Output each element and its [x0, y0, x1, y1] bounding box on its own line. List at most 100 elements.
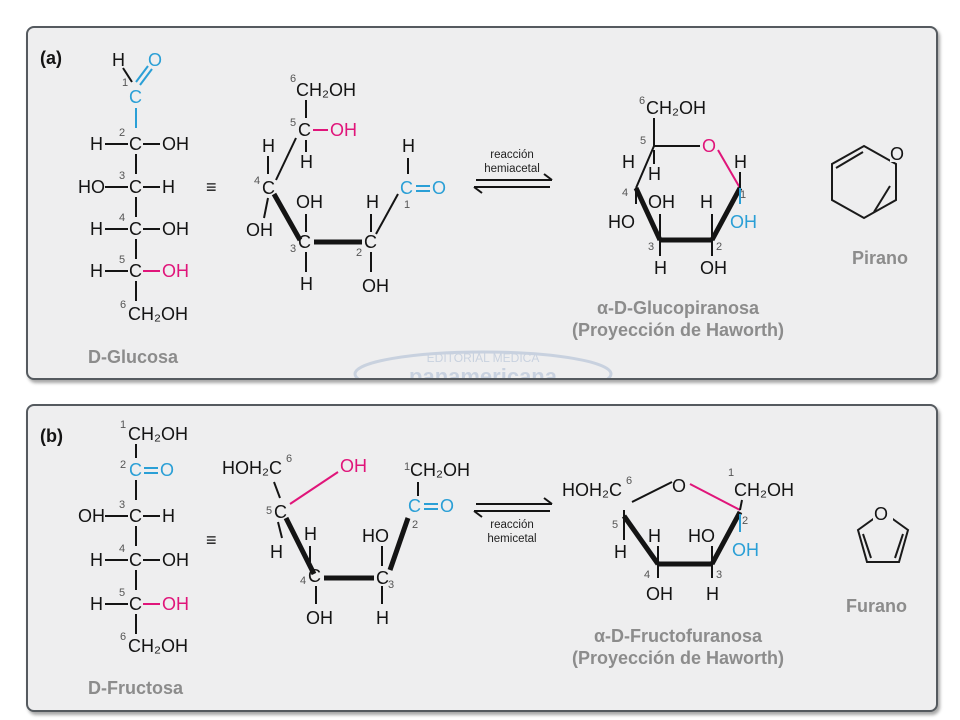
svg-text:CH₂OH: CH₂OH: [128, 304, 188, 324]
svg-text:CH₂OH: CH₂OH: [128, 636, 188, 656]
fructose-fischer-projection: 1 CH₂OH 2 C O OH 3 C H H 4 C OH H 5 C OH…: [78, 419, 189, 656]
svg-text:C: C: [129, 177, 142, 197]
svg-text:O: O: [702, 136, 716, 156]
svg-text:H: H: [300, 152, 313, 172]
svg-text:H: H: [270, 542, 283, 562]
svg-text:C: C: [308, 566, 321, 586]
svg-text:C: C: [129, 261, 142, 281]
svg-text:OH: OH: [648, 192, 675, 212]
svg-text:H: H: [90, 219, 103, 239]
svg-text:H: H: [648, 526, 661, 546]
equivalence-sign-b: ≡: [206, 530, 217, 550]
furan-oxygen: O: [874, 504, 888, 524]
watermark-line-2: panamericana: [409, 364, 558, 378]
svg-text:4: 4: [644, 569, 650, 581]
svg-text:OH: OH: [162, 550, 189, 570]
svg-text:4: 4: [300, 575, 306, 587]
svg-text:H: H: [402, 136, 415, 156]
svg-text:C: C: [129, 550, 142, 570]
glucose-open-chain-caption: D-Glucosa: [88, 347, 179, 367]
pyran-ring-diagram: O: [831, 140, 910, 220]
svg-text:2: 2: [716, 241, 722, 253]
svg-text:5: 5: [266, 505, 272, 517]
svg-text:O: O: [672, 476, 686, 496]
svg-text:H: H: [706, 584, 719, 604]
svg-text:1: 1: [740, 189, 746, 201]
svg-text:2: 2: [356, 247, 362, 259]
svg-text:3: 3: [119, 170, 125, 182]
panel-b-label: (b): [40, 426, 63, 446]
svg-text:C: C: [298, 232, 311, 252]
svg-text:OH: OH: [362, 276, 389, 296]
svg-text:1: 1: [404, 461, 410, 473]
svg-text:OH: OH: [306, 608, 333, 628]
svg-text:3: 3: [648, 241, 654, 253]
svg-text:5: 5: [612, 519, 618, 531]
svg-text:O: O: [432, 178, 446, 198]
fructofuranose-haworth: HOH₂C 6 O 1 CH₂OH 2 5 H H 4 OH HO 3 H OH: [562, 467, 794, 604]
svg-text:3: 3: [716, 569, 722, 581]
svg-text:C: C: [376, 568, 389, 588]
svg-text:4: 4: [254, 175, 260, 187]
svg-text:C: C: [274, 502, 287, 522]
svg-text:C: C: [129, 594, 142, 614]
svg-text:5: 5: [290, 117, 296, 129]
svg-text:5: 5: [119, 587, 125, 599]
svg-text:HO: HO: [78, 177, 105, 197]
svg-text:CH₂OH: CH₂OH: [646, 98, 706, 118]
svg-text:1: 1: [728, 467, 734, 479]
equivalence-sign: ≡: [206, 177, 217, 197]
reaction-label-top-b: reacción: [490, 519, 533, 531]
svg-text:OH: OH: [162, 594, 189, 614]
svg-text:2: 2: [119, 127, 125, 139]
svg-text:1: 1: [120, 419, 126, 431]
svg-text:CH₂OH: CH₂OH: [734, 480, 794, 500]
svg-text:H: H: [622, 152, 635, 172]
glucopyranose-caption: α-D-Glucopiranosa: [597, 298, 760, 318]
svg-text:OH: OH: [246, 220, 273, 240]
glucose-folded-chain: 6 CH₂OH 5 C OH H H 4 C OH OH 3 C H C 2 H…: [246, 73, 446, 296]
reaction-arrow-hemicetal: reacción hemicetal: [473, 497, 553, 545]
pyran-oxygen: O: [890, 144, 904, 164]
svg-text:OH: OH: [162, 134, 189, 154]
svg-text:H: H: [90, 134, 103, 154]
svg-text:H: H: [648, 164, 661, 184]
svg-text:H: H: [376, 608, 389, 628]
svg-text:C: C: [400, 178, 413, 198]
svg-text:5: 5: [119, 254, 125, 266]
svg-text:C: C: [262, 178, 275, 198]
svg-text:HO: HO: [362, 526, 389, 546]
svg-text:C: C: [129, 506, 142, 526]
haworth-projection-caption: (Proyección de Haworth): [572, 320, 784, 340]
svg-text:H: H: [614, 542, 627, 562]
svg-text:OH: OH: [730, 212, 757, 232]
svg-text:6: 6: [639, 95, 645, 107]
panel-glucose: EDITORIAL MEDICA panamericana (a) H O 1 …: [26, 26, 938, 380]
reaction-label-bottom: hemiacetal: [484, 163, 540, 175]
svg-text:O: O: [440, 496, 454, 516]
svg-text:6: 6: [290, 73, 296, 85]
fructose-diagram: (b) 1 CH₂OH 2 C O OH 3 C H H 4 C OH H 5 …: [40, 419, 910, 698]
svg-text:H: H: [90, 550, 103, 570]
glucose-diagram: EDITORIAL MEDICA panamericana (a) H O 1 …: [40, 48, 910, 378]
svg-text:3: 3: [119, 499, 125, 511]
svg-text:1: 1: [404, 199, 410, 211]
svg-text:H: H: [262, 136, 275, 156]
reaction-label-top: reacción: [490, 149, 533, 161]
fructose-open-chain-caption: D-Fructosa: [88, 678, 184, 698]
svg-text:H: H: [366, 192, 379, 212]
svg-text:H: H: [700, 192, 713, 212]
svg-text:OH: OH: [646, 584, 673, 604]
svg-text:H: H: [162, 177, 175, 197]
svg-text:H: H: [734, 152, 747, 172]
svg-text:C: C: [298, 120, 311, 140]
svg-text:H: H: [90, 261, 103, 281]
furan-label: Furano: [846, 596, 907, 616]
svg-text:O: O: [160, 460, 174, 480]
svg-text:H: H: [300, 274, 313, 294]
svg-text:6: 6: [286, 453, 292, 465]
svg-text:H: H: [304, 524, 317, 544]
svg-text:C: C: [129, 134, 142, 154]
svg-text:CH₂OH: CH₂OH: [296, 80, 356, 100]
fructofuranose-caption: α-D-Fructofuranosa: [594, 626, 763, 646]
